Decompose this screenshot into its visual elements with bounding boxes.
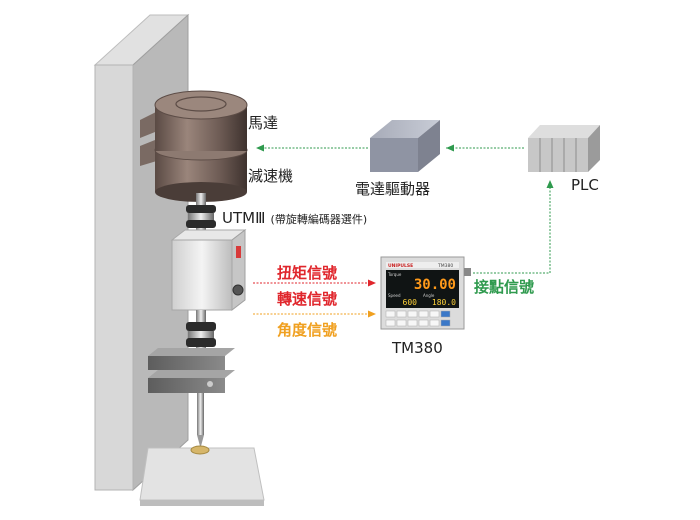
arrow-torque-signal [253, 279, 376, 287]
driver-label: 電達驅動器 [355, 180, 431, 198]
arrow-contact-signal [473, 180, 554, 274]
utm-note-label: (帶旋轉編碼器選件) [270, 213, 368, 226]
clamp-blocks [148, 348, 235, 393]
tm380-brand: UNIPULSE [388, 263, 413, 269]
plc-unit [528, 125, 600, 172]
arrow-plc-to-driver [446, 144, 524, 152]
tm380-indicator: UNIPULSE TM380 Torque 30.00 Speed Angle … [380, 256, 471, 330]
arrow-angle-signal [253, 310, 376, 318]
tm380-keypad [385, 310, 451, 327]
tm380-angle-label: Angle [423, 293, 435, 298]
screw-bit [197, 393, 204, 448]
torque-signal-label: 扭矩信號 [277, 264, 338, 282]
contact-signal-label: 接點信號 [474, 278, 535, 296]
tm380-speed-label: Speed [388, 293, 401, 298]
tm380-main-value: 30.00 [414, 277, 456, 293]
plc-label: PLC [571, 176, 599, 194]
speed-signal-label: 轉速信號 [277, 290, 338, 308]
motor-assembly [140, 90, 248, 202]
tm380-sub-left: 600 [403, 298, 418, 307]
utm-main-label: UTMⅢ [222, 209, 266, 227]
motor-driver-box [370, 120, 440, 172]
lower-coupling [186, 310, 216, 357]
workpiece-base [139, 445, 265, 506]
tm380-model: TM380 [437, 263, 453, 269]
utm-sensor [170, 228, 247, 312]
utm-label: UTMⅢ (帶旋轉編碼器選件) [222, 208, 367, 227]
tm380-sub-right: 180.0 [432, 298, 456, 307]
reducer-label: 減速機 [248, 167, 294, 185]
tm380-label: TM380 [392, 339, 443, 357]
tm380-torque-label: Torque [387, 272, 402, 277]
arrow-driver-to-motor [256, 144, 368, 152]
motor-label: 馬達 [248, 114, 279, 132]
angle-signal-label: 角度信號 [277, 321, 338, 339]
